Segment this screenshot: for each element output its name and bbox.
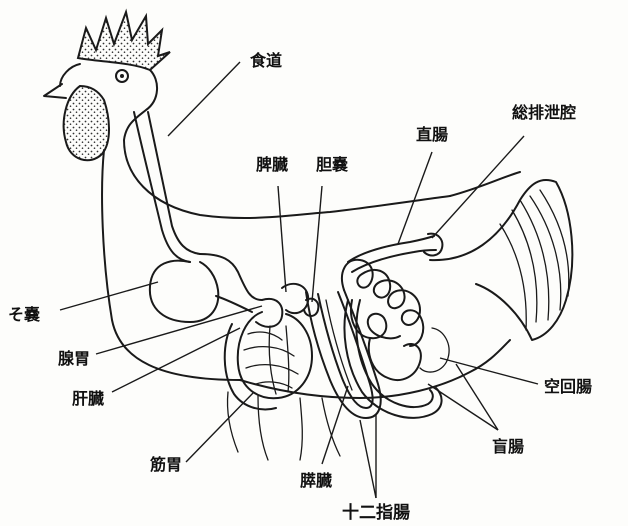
leader-rectum bbox=[398, 152, 432, 244]
back-outline bbox=[450, 172, 520, 196]
tail-feather-5 bbox=[540, 190, 569, 296]
leader-liver bbox=[112, 328, 240, 392]
gizzard-texture-1 bbox=[248, 332, 282, 340]
label-crop: そ嚢 bbox=[8, 305, 41, 324]
gizzard-texture-6 bbox=[286, 326, 289, 392]
cecum-outer bbox=[344, 300, 441, 418]
leader-spleen bbox=[278, 186, 286, 292]
label-gallbladder: 胆嚢 bbox=[316, 155, 349, 174]
leader-esophagus bbox=[168, 62, 240, 136]
tail-feather-1 bbox=[520, 200, 549, 320]
label-proventriculus: 腺胃 bbox=[58, 349, 90, 368]
label-pancreas: 膵臓 bbox=[300, 471, 332, 490]
label-esophagus: 食道 bbox=[249, 51, 282, 70]
label-liver: 肝臓 bbox=[72, 389, 104, 408]
ileum-lower bbox=[369, 338, 421, 380]
leader-gizzard bbox=[186, 392, 254, 462]
leg-right-inner bbox=[322, 398, 340, 456]
comb-shape bbox=[78, 12, 170, 70]
leader-cecum-b bbox=[456, 364, 498, 430]
tail-feather-4 bbox=[500, 224, 526, 330]
label-spleen: 脾臓 bbox=[256, 155, 288, 174]
esophagus-tube-inner bbox=[148, 112, 200, 254]
leader-cecum-a bbox=[428, 384, 498, 430]
tail-feather-3 bbox=[512, 210, 537, 322]
crop-to-proventriculus bbox=[200, 254, 262, 300]
front-neck-outline bbox=[102, 150, 240, 380]
wattle-shape bbox=[64, 86, 109, 160]
crop-to-proventriculus-inner bbox=[216, 296, 252, 312]
tail-outer bbox=[430, 180, 572, 340]
back-of-head-outline bbox=[60, 64, 80, 86]
gizzard-texture-5 bbox=[269, 326, 276, 394]
label-cloaca: 総排泄腔 bbox=[512, 103, 576, 122]
gizzard-texture-3 bbox=[246, 365, 298, 374]
label-duodenum: 十二指腸 bbox=[342, 502, 410, 523]
ileum-lower-2 bbox=[420, 328, 449, 372]
label-gizzard: 筋胃 bbox=[149, 455, 182, 474]
leader-cloaca bbox=[432, 136, 524, 238]
leg-left bbox=[227, 392, 238, 452]
beak-shape bbox=[44, 84, 66, 98]
label-cecum: 盲腸 bbox=[492, 437, 524, 456]
leader-gallbladder bbox=[312, 186, 322, 302]
label-jejunum-ileum: 空回腸 bbox=[544, 377, 592, 396]
leg-right bbox=[300, 398, 302, 460]
tail-feather-2 bbox=[530, 196, 561, 310]
rectum-tube bbox=[348, 236, 434, 262]
head-neck-outline bbox=[124, 70, 450, 218]
pupil-dot bbox=[120, 74, 124, 78]
leg-left-inner bbox=[258, 396, 268, 460]
leader-duodenum-a bbox=[360, 420, 376, 498]
label-rectum: 直腸 bbox=[416, 125, 448, 144]
crop-organ bbox=[150, 261, 218, 322]
